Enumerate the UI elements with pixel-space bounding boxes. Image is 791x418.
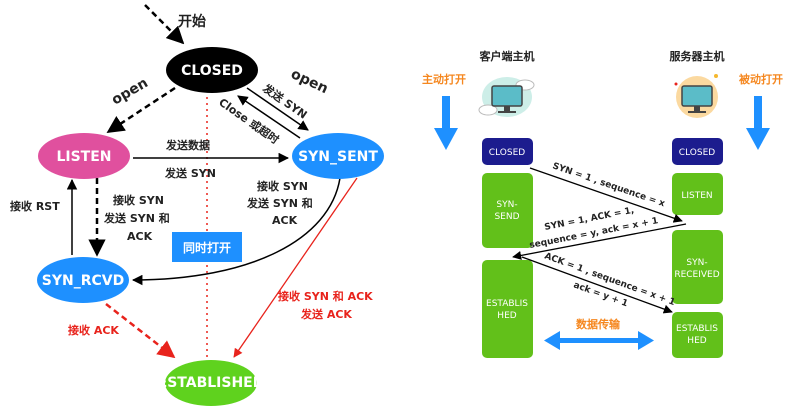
server-title: 服务器主机 [670, 49, 725, 63]
server-state-closed: CLOSED [672, 138, 723, 165]
server-computer-icon [674, 74, 718, 118]
send-syn-label-2: 发送 SYN [164, 166, 216, 180]
state-closed: CLOSED [166, 47, 258, 93]
closed-to-synsent-arrow [246, 87, 309, 131]
passive-open-label: 被动打开 [739, 72, 783, 86]
listen-to-rcvd-label-1: 接收 SYN [113, 193, 164, 207]
svg-text:SYN_SENT: SYN_SENT [298, 149, 378, 165]
send-data-label: 发送数据 [165, 138, 210, 152]
start-label: 开始 [178, 13, 206, 30]
state-machine: 开始 open open 发送 SYN Close 或超时 发送数据 发送 SY… [10, 4, 384, 406]
state-established: ESTABLISHED [158, 360, 265, 406]
svg-text:CLOSED: CLOSED [489, 148, 525, 158]
three-way-handshake: 客户端主机 服务器主机 主动打开 被动打开 CLOSED [422, 49, 783, 358]
start-arrow [144, 4, 185, 45]
server-state-established: ESTABLIS HED [672, 312, 723, 358]
client-state-closed: CLOSED [482, 138, 533, 165]
syn-message-arrow [529, 167, 683, 223]
svg-text:CLOSED: CLOSED [181, 63, 243, 79]
syn-message-label: SYN = 1 , sequence = x [551, 161, 666, 209]
svg-text:SYN_RCVD: SYN_RCVD [42, 273, 124, 289]
svg-text:ESTABLISHED: ESTABLISHED [158, 375, 265, 391]
down-arrow-icon [746, 96, 770, 150]
ack-message-arrow [521, 256, 673, 314]
svg-text:ESTABLIS: ESTABLIS [486, 299, 528, 309]
svg-text:HED: HED [497, 311, 516, 321]
down-arrow-icon [434, 96, 458, 150]
state-syn-rcvd: SYN_RCVD [37, 257, 129, 303]
simultaneous-open-label: 同时打开 [183, 240, 231, 255]
server-state-listen: LISTEN [672, 173, 723, 215]
svg-text:LISTEN: LISTEN [681, 191, 712, 201]
open-passive-label: open [109, 75, 151, 108]
svg-text:LISTEN: LISTEN [56, 149, 111, 165]
client-computer-icon [478, 77, 535, 117]
svg-text:SYN-: SYN- [686, 258, 707, 268]
listen-to-rcvd-label-3: ACK [127, 230, 153, 243]
syn-ack-message-arrow [512, 223, 687, 260]
bidirectional-arrow-icon [544, 331, 654, 350]
svg-text:RECEIVED: RECEIVED [674, 270, 719, 280]
client-title: 客户端主机 [479, 49, 535, 63]
open-active-label: open [288, 66, 330, 97]
state-listen: LISTEN [38, 133, 130, 179]
listen-to-rcvd-label-2: 发送 SYN 和 [103, 211, 170, 225]
server-state-syn-received: SYN- RECEIVED [672, 230, 723, 304]
synsent-to-established-arrow [233, 177, 358, 358]
synsent-to-closed-arrow [237, 95, 301, 139]
synsent-to-synrcvd-arrow [131, 177, 341, 286]
svg-text:ESTABLIS: ESTABLIS [676, 324, 718, 334]
closed-to-listen-arrow [106, 86, 176, 134]
active-open-label: 主动打开 [422, 72, 466, 86]
svg-text:CLOSED: CLOSED [679, 148, 715, 158]
recv-ack-label: 接收 ACK [68, 323, 119, 337]
svg-text:HED: HED [687, 336, 706, 346]
data-transfer-label: 数据传输 [576, 317, 621, 331]
sent-to-rcvd-label-1: 接收 SYN [257, 179, 308, 193]
recv-syn-ack-label-1: 接收 SYN 和 ACK [278, 289, 373, 303]
svg-text:SEND: SEND [494, 212, 519, 222]
recv-syn-ack-label-2: 发送 ACK [300, 307, 352, 321]
synrcvd-to-established-arrow [105, 303, 176, 359]
state-syn-sent: SYN_SENT [292, 133, 384, 179]
sent-to-rcvd-label-3: ACK [272, 214, 298, 227]
svg-text:SYN-: SYN- [496, 200, 517, 210]
recv-rst-label: 接收 RST [10, 199, 60, 213]
simultaneous-open-badge [172, 232, 242, 262]
client-state-established: ESTABLIS HED [482, 260, 533, 358]
client-state-syn-send: SYN- SEND [482, 173, 533, 248]
sent-to-rcvd-label-2: 发送 SYN 和 [246, 196, 313, 210]
